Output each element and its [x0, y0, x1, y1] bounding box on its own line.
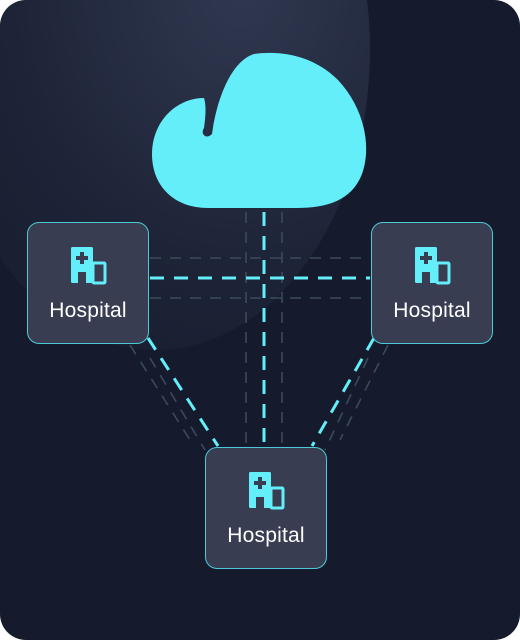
hospital-node-right[interactable]: Hospital	[371, 222, 493, 344]
hospital-icon	[415, 247, 451, 285]
hospital-icon	[71, 247, 107, 285]
cloud-shape	[152, 52, 367, 208]
hospital-label-left: Hospital	[49, 299, 127, 322]
faint-line-left-a	[149, 357, 206, 451]
faint-line-right-b	[339, 344, 389, 441]
hospital-node-bottom[interactable]: Hospital	[205, 447, 327, 569]
hospital-label-right: Hospital	[393, 299, 471, 322]
hospital-icon	[249, 472, 285, 510]
hospital-node-left[interactable]: Hospital	[27, 222, 149, 344]
link-left-bottom	[146, 337, 220, 447]
hospital-label-bottom: Hospital	[227, 524, 305, 547]
faint-line-right-a	[324, 357, 369, 451]
cloud-icon	[152, 52, 367, 208]
link-right-bottom	[310, 337, 376, 447]
